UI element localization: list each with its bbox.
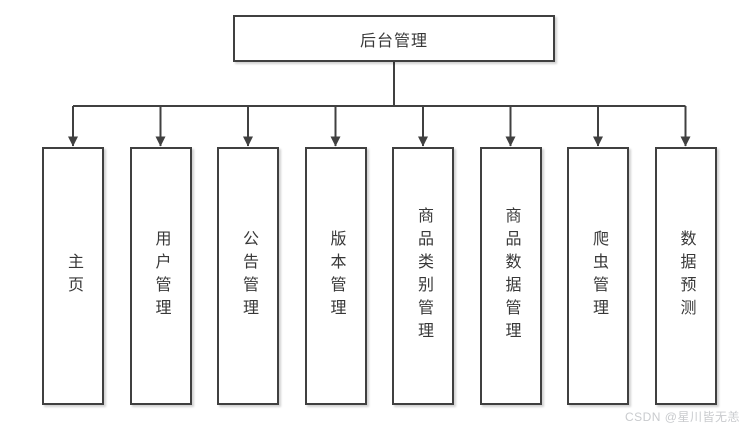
watermark: CSDN @星川皆无恙 (624, 410, 740, 424)
node-label: 数据预测 (677, 230, 695, 322)
node-product-data-management: 商品数据管理 (479, 147, 542, 405)
node-label: 主页 (65, 253, 82, 299)
node-home: 主页 (42, 147, 104, 405)
node-label: 用户管理 (152, 230, 170, 322)
node-label: 版本管理 (327, 230, 345, 322)
node-data-prediction: 数据预测 (654, 147, 717, 405)
node-label: 公告管理 (240, 230, 257, 322)
node-announcement-management: 公告管理 (217, 147, 279, 405)
node-label: 商品类别管理 (415, 207, 432, 345)
node-backend-management: 后台管理 (233, 15, 555, 62)
node-label: 后台管理 (359, 32, 428, 50)
node-version-management: 版本管理 (304, 147, 367, 405)
node-user-management: 用户管理 (129, 147, 192, 405)
node-label: 爬虫管理 (590, 230, 607, 322)
node-label: 商品数据管理 (502, 207, 520, 345)
node-crawler-management: 爬虫管理 (567, 147, 629, 405)
node-product-category-management: 商品类别管理 (392, 147, 454, 405)
